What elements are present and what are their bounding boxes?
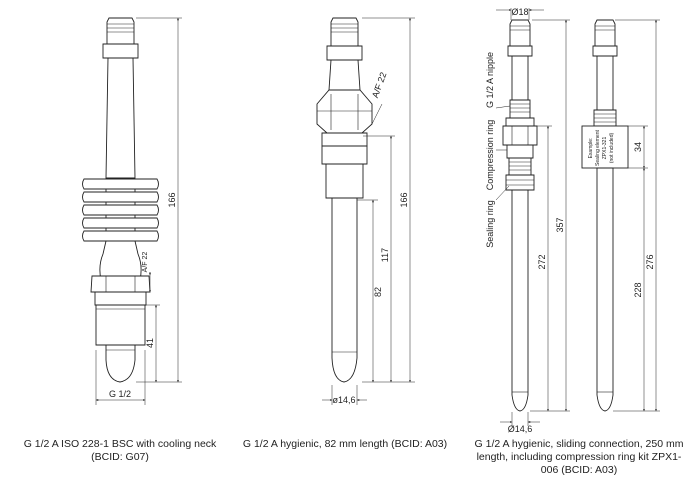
d1-thread: G 1/2 — [109, 389, 131, 399]
d2-wrench-size: A/F 22 — [370, 71, 388, 99]
d4-tag-line1: Example: — [588, 138, 594, 159]
caption-sliding-line1: G 1/2 A hygienic, sliding connection, 25… — [474, 438, 684, 450]
caption-cooling-neck: G 1/2 A ISO 228-1 BSC with cooling neck … — [10, 438, 230, 464]
d1-wrench-size: A/F 22 — [142, 252, 149, 273]
caption-sliding-connection: G 1/2 A hygienic, sliding connection, 25… — [462, 438, 696, 477]
probe-cooling-neck — [82, 17, 182, 405]
d2-diameter: ø14,6 — [332, 395, 355, 405]
d4-dim-lower: 228 — [633, 282, 643, 297]
d3-dim-overall: 357 — [555, 217, 565, 232]
probe-hygienic-82mm — [316, 17, 415, 405]
caption-hygienic-82mm-line1: G 1/2 A hygienic, 82 mm length (BCID: A0… — [242, 438, 448, 450]
d3-diameter-bottom: Ø14,6 — [508, 424, 533, 434]
d2-dim-overall: 166 — [399, 192, 409, 207]
d4-tag-line2: Sealing element — [595, 129, 601, 165]
caption-sliding-line3: 006 (BCID: A03) — [540, 464, 618, 476]
d4-tag-line4: (not included) — [609, 133, 615, 164]
d2-dim-tip: 82 — [373, 287, 383, 297]
d3-dim-lower: 272 — [537, 254, 547, 269]
d3-diameter-top: Ø18 — [511, 7, 528, 17]
caption-cooling-neck-line2: (BCID: G07) — [91, 451, 149, 463]
d1-dim-overall: 166 — [167, 192, 177, 207]
d2-dim-body: 117 — [380, 248, 390, 262]
d3-label-sealing: Sealing ring — [485, 200, 495, 248]
caption-hygienic-82mm: G 1/2 A hygienic, 82 mm length (BCID: A0… — [235, 438, 455, 451]
probe-with-sealing-element — [581, 19, 660, 412]
caption-cooling-neck-line1: G 1/2 A ISO 228-1 BSC with cooling neck — [23, 438, 217, 450]
caption-sliding-line2: length, including compression ring kit Z… — [476, 451, 682, 463]
d4-dim-overall: 276 — [645, 254, 655, 269]
probe-sliding-connection — [495, 8, 570, 426]
d4-dim-collar: 34 — [633, 142, 643, 152]
d4-tag-line3: ZPX1-321 — [602, 137, 608, 160]
d1-dim-tip: 41 — [145, 338, 155, 348]
d3-label-nipple: G 1/2 A nipple — [485, 52, 495, 108]
d3-label-compression: Compression ring — [485, 120, 495, 191]
